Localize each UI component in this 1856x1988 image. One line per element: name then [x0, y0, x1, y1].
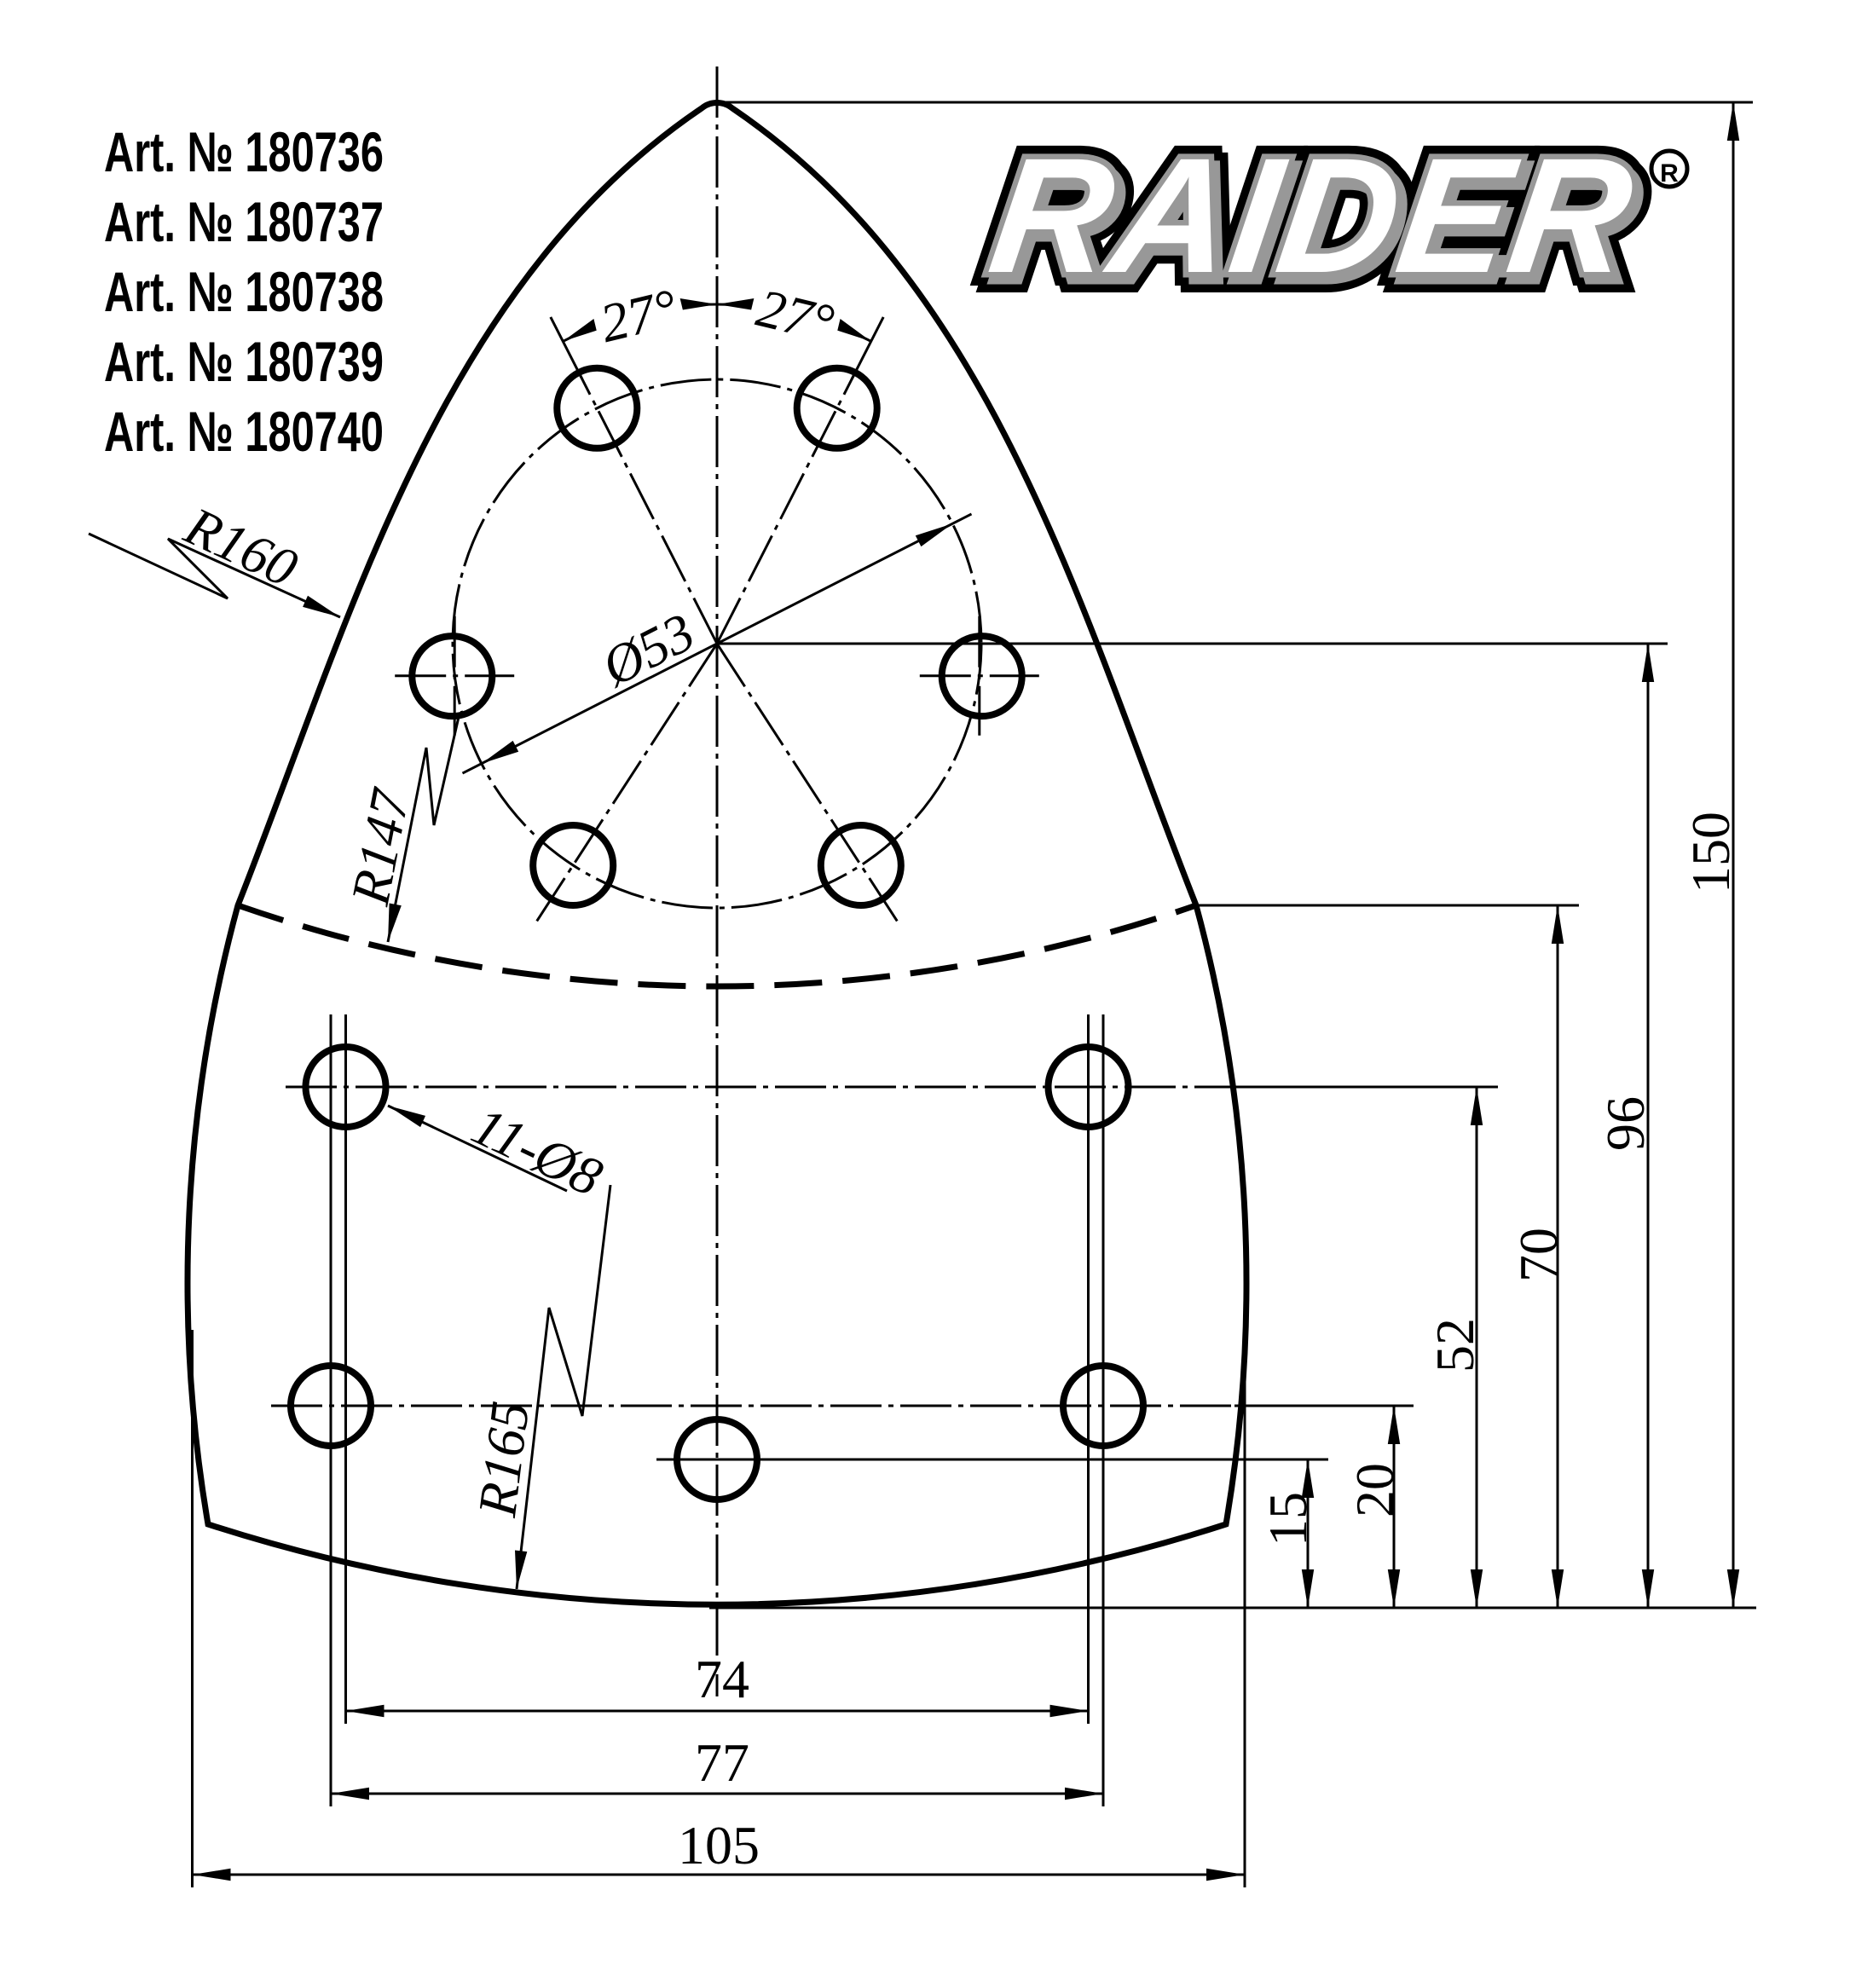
svg-text:150: 150 — [1680, 812, 1741, 893]
svg-text:RAIDER: RAIDER — [986, 130, 1650, 314]
svg-text:105: 105 — [678, 1815, 760, 1875]
svg-text:52: 52 — [1425, 1318, 1485, 1373]
svg-text:Art. № 180738: Art. № 180738 — [104, 260, 384, 323]
svg-text:Art. № 180736: Art. № 180736 — [104, 120, 384, 183]
svg-text:70: 70 — [1508, 1228, 1569, 1282]
svg-text:77: 77 — [695, 1732, 749, 1793]
svg-text:R165: R165 — [466, 1398, 541, 1521]
svg-text:RAIDER: RAIDER — [980, 124, 1644, 307]
svg-text:20: 20 — [1344, 1463, 1405, 1517]
svg-text:R: R — [1660, 159, 1679, 188]
svg-text:RAIDER: RAIDER — [986, 130, 1650, 314]
svg-text:96: 96 — [1595, 1096, 1656, 1151]
svg-text:15: 15 — [1258, 1492, 1318, 1546]
svg-text:Art. № 180739: Art. № 180739 — [104, 330, 384, 393]
svg-text:RAIDER: RAIDER — [980, 124, 1644, 307]
svg-text:74: 74 — [695, 1649, 749, 1709]
svg-text:Art. № 180737: Art. № 180737 — [104, 190, 384, 253]
svg-text:RAIDER: RAIDER — [980, 124, 1644, 307]
svg-text:Art. № 180740: Art. № 180740 — [104, 400, 384, 463]
